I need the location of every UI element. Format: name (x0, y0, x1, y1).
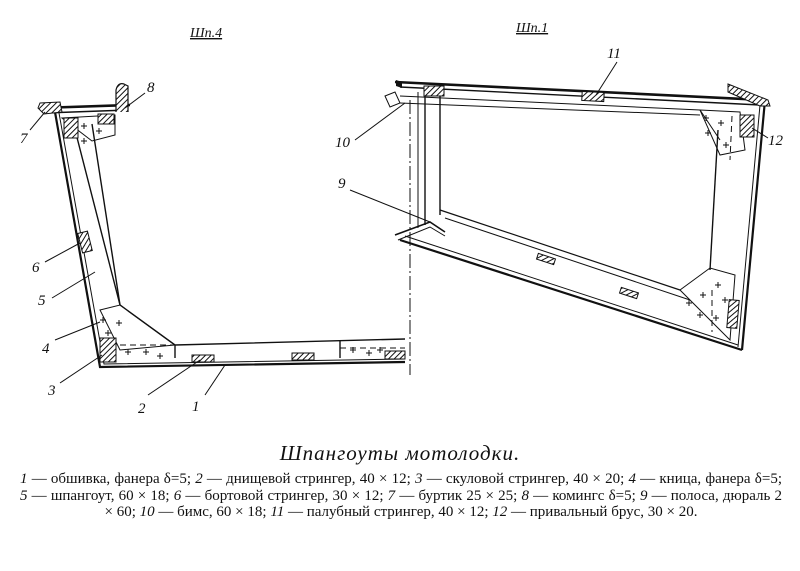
legend-number: 5 (20, 487, 28, 504)
legend-text: — комингс δ=5; (529, 487, 640, 504)
legend-text: — бортовой стрингер, 30 × 12; (181, 487, 388, 504)
callout-10: 10 (335, 135, 351, 151)
callout-11: 11 (607, 46, 621, 62)
legend-number: 4 (628, 471, 636, 487)
legend-number: 11 (270, 504, 285, 520)
stringer-part (581, 90, 605, 103)
callout-1: 1 (192, 399, 200, 415)
stringer-part (63, 117, 79, 139)
callout-3: 3 (47, 383, 56, 399)
bead-part (37, 101, 63, 115)
rivet-marks (686, 115, 729, 321)
leader-lines (29, 61, 769, 396)
right-frame-section (384, 80, 767, 352)
legend-text: — буртик 25 × 25; (395, 487, 522, 504)
section-label-left: Шп.4 (189, 26, 222, 41)
stringer-part (97, 113, 115, 125)
legend-text: — кница, фанера δ=5; (635, 471, 782, 487)
legend-text: — скуловой стрингер, 40 × 20; (422, 471, 629, 487)
legend-text: — днищевой стрингер, 40 × 12; (202, 471, 416, 487)
legend-text: — обшивка, фанера δ=5; (27, 471, 196, 487)
stringer-part (739, 114, 755, 138)
stringer-part (423, 85, 445, 97)
stringer-part (726, 299, 740, 329)
callout-5: 5 (38, 293, 46, 309)
rivet-marks (81, 123, 383, 359)
left-frame-section (39, 103, 406, 369)
legend-number: 1 (20, 471, 28, 487)
legend-number: 2 (195, 471, 203, 487)
callout-4: 4 (42, 341, 50, 357)
legend-text: — бимс, 60 × 18; (154, 504, 271, 520)
callout-2: 2 (138, 401, 146, 417)
section-label-right: Шп.1 (515, 21, 548, 36)
callout-6: 6 (32, 260, 40, 276)
stringer-part (77, 230, 93, 254)
callout-12: 12 (768, 133, 784, 149)
stringer-part (535, 252, 557, 266)
legend: 1 — обшивка, фанера δ=5; 2 — днищевой ст… (20, 471, 782, 521)
legend-number: 3 (415, 471, 423, 487)
legend-number: 12 (492, 504, 508, 520)
callout-7: 7 (20, 131, 29, 147)
stringer-part (384, 350, 406, 360)
legend-number: 8 (521, 487, 530, 504)
stringer-part (618, 286, 640, 300)
legend-text: — полоса, дюраль 2 × 60; (104, 487, 782, 521)
legend-number: 10 (139, 504, 155, 520)
legend-number: 7 (387, 487, 396, 504)
callout-9: 9 (338, 176, 346, 192)
stringer-part (191, 354, 215, 363)
frames-diagram: Шп.4 Шп.1 7 8 6 5 4 3 2 1 10 9 11 12 (20, 21, 784, 417)
legend-text: — привальный брус, 30 × 20. (507, 504, 698, 520)
stringer-part (99, 337, 117, 363)
callout-8: 8 (147, 80, 155, 96)
caption-title: Шпангоуты мотолодки. (279, 441, 521, 465)
legend-text: — шпангоут, 60 × 18; (27, 487, 174, 504)
legend-number: 6 (173, 487, 182, 504)
legend-text: — палубный стрингер, 40 × 12; (284, 504, 493, 520)
stringer-part (727, 83, 771, 107)
stringer-part (396, 80, 402, 88)
stringer-part (291, 352, 315, 361)
coaming-part (115, 83, 129, 112)
legend-number: 9 (639, 487, 648, 504)
